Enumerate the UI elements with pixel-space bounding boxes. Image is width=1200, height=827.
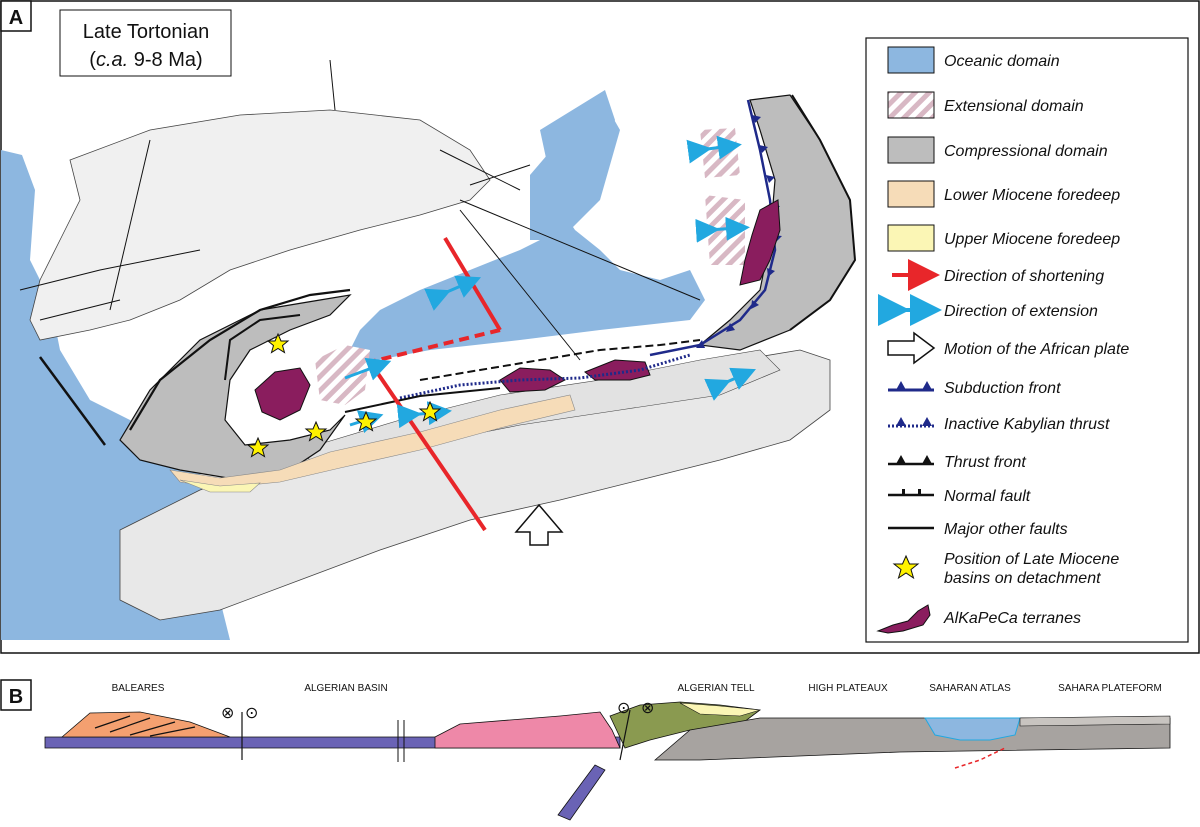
section-tell-yellow (679, 702, 761, 717)
section-pink-margin (434, 711, 621, 749)
alkapeca-calabria (739, 199, 781, 286)
iberia-western-fault (38, 356, 107, 446)
label-high-plateaux: HIGH PLATEAUX (808, 683, 888, 694)
legend-item-7: Direction of extension (878, 294, 1098, 326)
legend-item-3: Compressional domain (887, 136, 1108, 164)
extensional-swatch (887, 91, 935, 119)
legend-label: Extensional domain (944, 98, 1084, 115)
legend-item-8: Motion of the African plate (887, 331, 1129, 365)
shortening-section-line-south (368, 360, 487, 532)
label-algerian-tell: ALGERIAN TELL (677, 683, 755, 694)
title-line2: (c.a. 9-8 Ma) (89, 49, 202, 71)
alkapeca-kabylia-1 (499, 367, 566, 393)
label-algerian-basin: ALGERIAN BASIN (304, 683, 387, 694)
normal-fault-tick-icon (902, 489, 905, 495)
label-baleares: BALEARES (112, 683, 165, 694)
section-break-marks (397, 720, 405, 762)
legend-label: Lower Miocene foredeep (944, 187, 1120, 204)
legend-item-11: Thrust front (888, 454, 1026, 471)
legend-item-9: Subduction front (888, 380, 1061, 397)
label-sahara-plateform: SAHARA PLATEFORM (1058, 683, 1162, 694)
lower-foredeep-swatch (887, 180, 935, 208)
section-strike-slip-fault-tell (619, 709, 631, 761)
panel-a-letter: A (9, 7, 23, 29)
legend-item-13: Major other faults (888, 521, 1068, 538)
legend-item-14: Position of Late Miocene basins on detach… (892, 551, 1119, 587)
legend-label: Subduction front (944, 380, 1061, 397)
legend-label: Inactive Kabylian thrust (944, 416, 1110, 433)
algerian-thrust-line (344, 387, 501, 413)
star-icon (892, 554, 920, 580)
into-page-symbol-1: ⊗ (221, 703, 234, 722)
terrane-icon (876, 604, 931, 634)
normal-fault-tell (419, 339, 701, 381)
out-of-page-symbol-2: ⊙ (617, 698, 630, 717)
shortening-section-line-dashed (369, 328, 501, 364)
title-line1: Late Tortonian (83, 21, 209, 43)
title-box (59, 9, 232, 77)
light-gray-europe-belt (29, 109, 491, 341)
legend-label: Motion of the African plate (944, 341, 1129, 358)
rif-thrust-front (224, 314, 301, 381)
section-baleares-faults (94, 715, 196, 737)
major-faults (19, 59, 701, 361)
normal-fault-tick-icon (918, 489, 921, 495)
legend-item-5: Upper Miocene foredeep (887, 224, 1120, 252)
legend-label: Major other faults (944, 521, 1068, 538)
label-saharan-atlas: SAHARAN ATLAS (929, 683, 1011, 694)
legend-label: Thrust front (944, 454, 1026, 471)
panel-b-letter: B (9, 686, 23, 708)
upper-foredeep-swatch (887, 224, 935, 252)
extensional-alboran (315, 345, 370, 405)
subduction-tooth-icon (896, 381, 906, 390)
legend-label: Oceanic domain (944, 53, 1060, 70)
compressional-swatch (887, 136, 935, 164)
legend-item-15: AlKaPeCa terranes (876, 604, 1081, 634)
legend-label: Compressional domain (944, 143, 1108, 160)
legend-item-12: Normal fault (888, 488, 1031, 505)
african-plate-motion-arrow (514, 503, 564, 546)
section-platform-layers (1019, 715, 1171, 727)
legend-item-2: Extensional domain (887, 91, 1084, 119)
section-baleares-margin (60, 711, 231, 738)
legend-item-1: Oceanic domain (887, 46, 1060, 74)
thrust-tooth-icon (922, 455, 932, 464)
legend-label: Direction of shortening (944, 268, 1104, 285)
legend-label: AlKaPeCa terranes (943, 610, 1081, 627)
alkapeca-alboran (254, 367, 311, 421)
subduction-tooth-icon (922, 381, 932, 390)
panel-b-letter-box (0, 679, 32, 711)
panel-a-letter-box (0, 0, 32, 32)
open-arrow-icon (887, 331, 936, 365)
legend-label: Direction of extension (944, 303, 1098, 320)
legend-item-4: Lower Miocene foredeep (887, 180, 1120, 208)
into-page-symbol-2: ⊗ (641, 698, 654, 717)
legend-label: Upper Miocene foredeep (944, 231, 1120, 248)
legend-item-10: Inactive Kabylian thrust (888, 416, 1110, 433)
section-subducting-slab (557, 764, 606, 821)
legend-label: Position of Late Miocene (944, 551, 1119, 568)
thrust-tooth-icon (896, 455, 906, 464)
betic-thrust-front (129, 288, 351, 431)
section-red-detachment (954, 747, 1006, 769)
late-miocene-basin-stars (246, 332, 442, 458)
oceanic-swatch (887, 46, 935, 74)
alkapeca-kabylia-2 (584, 359, 651, 381)
oceanic-north-ligurian (530, 95, 620, 240)
legend-label: Normal fault (944, 488, 1031, 505)
kabylian-tooth-icon (896, 417, 906, 426)
out-of-page-symbol-1: ⊙ (245, 703, 258, 722)
legend-label-line2: basins on detachment (944, 570, 1101, 587)
kabylian-tooth-icon (922, 417, 932, 426)
legend-item-6: Direction of shortening (892, 259, 1104, 291)
extensional-corsica (700, 128, 740, 178)
upper-miocene-foredeep (179, 479, 261, 493)
apennine-thrust-front (789, 94, 857, 331)
